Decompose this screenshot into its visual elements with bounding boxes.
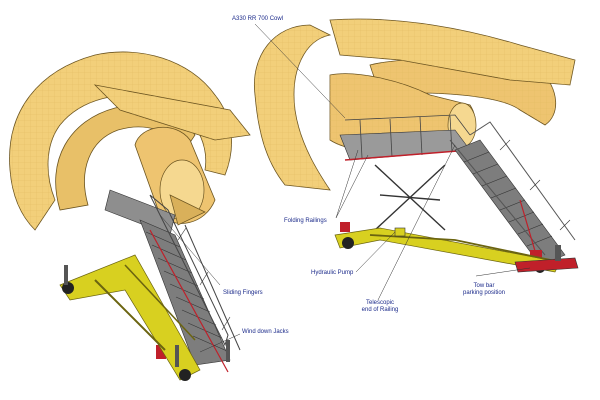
left-wheel-front bbox=[179, 369, 191, 381]
label-tow-bar-line2: parking position bbox=[462, 290, 506, 296]
left-jack bbox=[175, 345, 179, 367]
right-scissor-lift bbox=[374, 164, 446, 231]
left-view bbox=[9, 51, 251, 381]
label-hydraulic-pump: Hydraulic Pump bbox=[311, 270, 354, 276]
label-folding-railings: Folding Railings bbox=[284, 218, 327, 224]
right-wheel-rear bbox=[342, 237, 354, 249]
right-stairs bbox=[449, 121, 576, 266]
label-tow-bar-line1: Tow bar bbox=[473, 283, 495, 289]
label-telescopic-line2: end of Railing bbox=[361, 307, 399, 313]
right-view bbox=[253, 18, 579, 273]
label-sliding-fingers: Sliding Fingers bbox=[223, 290, 263, 296]
right-chassis bbox=[334, 227, 561, 273]
label-cowl: A330 RR 700 Cowl bbox=[232, 16, 284, 22]
hydraulic-pump-unit bbox=[394, 227, 406, 237]
left-cowl-inner bbox=[55, 105, 196, 211]
left-exhaust-cone bbox=[169, 194, 206, 226]
label-wind-down-jacks: Wind down Jacks bbox=[242, 329, 289, 335]
leader-lines bbox=[159, 23, 531, 353]
label-telescopic-line1: Telescopic bbox=[365, 300, 394, 306]
label-tow-bar: Tow bar parking position bbox=[452, 283, 516, 297]
label-telescopic: Telescopic end of Railing bbox=[348, 300, 412, 314]
left-chassis bbox=[59, 254, 201, 381]
